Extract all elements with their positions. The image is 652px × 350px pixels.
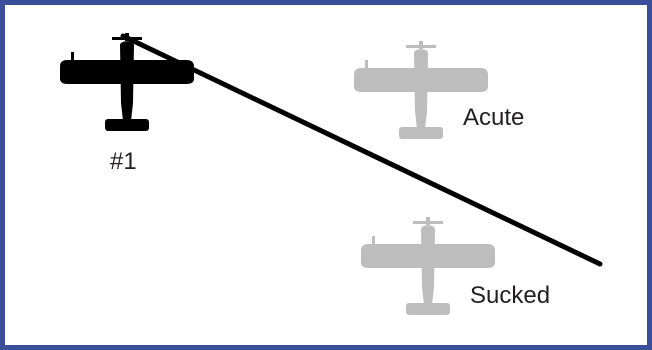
acute-position-label: Acute [463, 104, 525, 131]
bearing-line [120, 33, 603, 267]
lead-aircraft-label: #1 [110, 148, 137, 175]
lead-aircraft-icon [60, 33, 194, 131]
sucked-position-label: Sucked [470, 282, 551, 309]
